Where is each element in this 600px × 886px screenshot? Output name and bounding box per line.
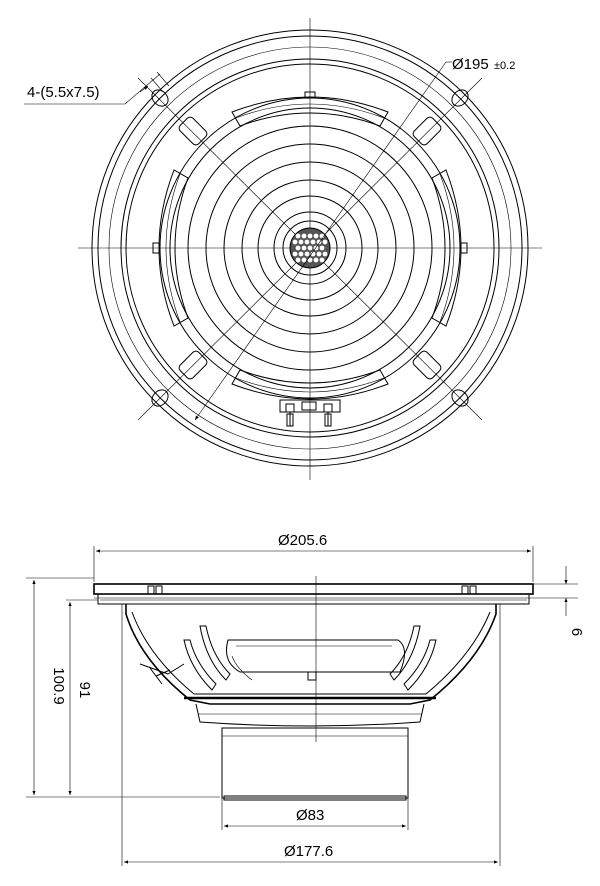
overall-diameter-label: Ø205.6 xyxy=(278,532,327,549)
side-terminal xyxy=(139,663,185,685)
side-window-center xyxy=(226,639,405,673)
cone-ring-1 xyxy=(187,125,433,371)
frame-depth-label: 91 xyxy=(76,682,93,699)
magnet-back-plate xyxy=(223,795,407,801)
cone-ring-5 xyxy=(257,195,363,301)
basket-diameter-label: Ø177.6 xyxy=(284,843,333,860)
side-view: Ø205.6 xyxy=(26,532,585,866)
side-windows xyxy=(183,625,437,691)
overall-depth-label: 100.9 xyxy=(50,667,67,705)
bolt-circle-label: Ø195 xyxy=(452,56,489,73)
bolt-circle xyxy=(108,46,512,450)
mounting-holes xyxy=(151,89,469,407)
window-bottom xyxy=(231,369,389,400)
mount-holes-label: 4-(5.5x7.5) xyxy=(27,84,100,101)
frame-ring-3 xyxy=(120,58,500,438)
flange-clips xyxy=(147,585,477,595)
frame-ring-4 xyxy=(125,63,495,433)
frame-outer-ring xyxy=(91,29,529,467)
magnet-diameter-label: Ø83 xyxy=(296,807,324,824)
flange-lower-plate xyxy=(97,593,530,605)
mount-holes-dimension xyxy=(24,71,170,105)
basket-outline xyxy=(125,604,497,705)
frame-ring-2 xyxy=(97,35,523,461)
voice-coil-ring xyxy=(273,211,347,285)
surround-outer xyxy=(159,97,461,399)
top-view: 4-(5.5x7.5) Ø195 ±0.2 xyxy=(24,18,542,480)
phase-plug-mesh xyxy=(289,227,331,269)
dust-cap-ring xyxy=(282,220,338,276)
terminal-block xyxy=(279,399,341,427)
window-right xyxy=(431,169,462,327)
window-top xyxy=(231,96,389,127)
window-tab-right xyxy=(460,242,468,254)
basket-bottom-ring xyxy=(195,703,425,727)
cone-ring-4 xyxy=(241,179,379,317)
cone-ring-2 xyxy=(205,143,415,353)
bolt-circle-dimension xyxy=(194,61,452,421)
basket-windows xyxy=(158,96,462,400)
magnet xyxy=(221,727,409,799)
spoke-bosses xyxy=(178,116,442,380)
window-tab-left xyxy=(152,242,160,254)
flange-thickness-label: 6 xyxy=(568,628,585,636)
cone-ring-3 xyxy=(223,161,397,335)
window-left xyxy=(158,169,189,327)
surround-inner xyxy=(169,107,451,389)
bolt-circle-tolerance: ±0.2 xyxy=(494,60,515,72)
